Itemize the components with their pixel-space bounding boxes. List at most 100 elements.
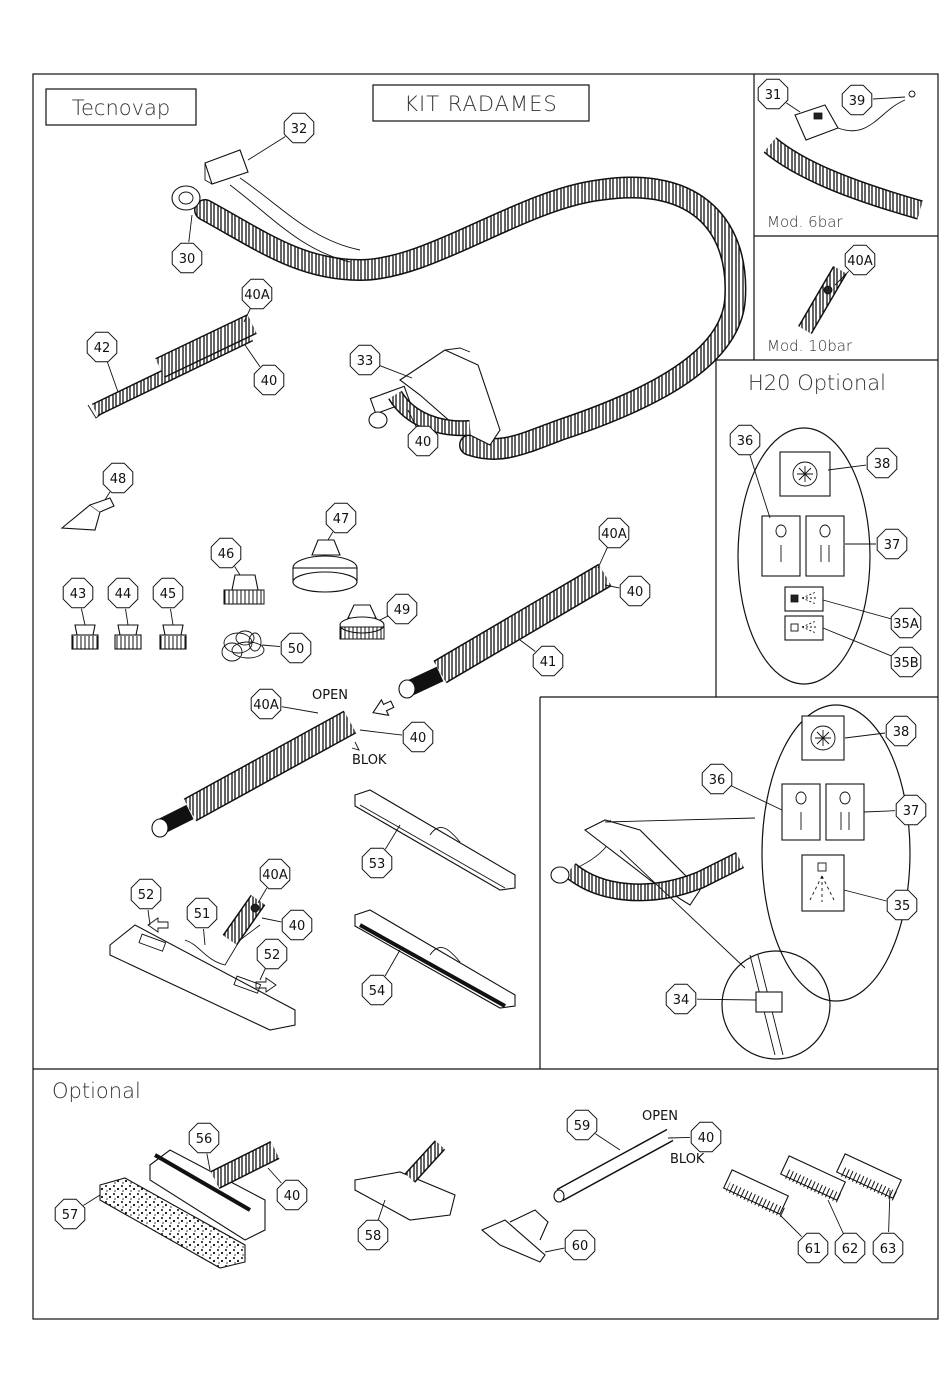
leader-line-52 — [148, 910, 150, 925]
callout-44: 44 — [108, 578, 138, 608]
optional-caption: Optional — [52, 1079, 141, 1103]
callout-number: 43 — [70, 587, 87, 602]
callout-number: 40A — [253, 698, 279, 713]
callout-36: 36 — [702, 764, 732, 794]
callout-37: 37 — [877, 529, 907, 559]
callout-59: 59 — [567, 1110, 597, 1140]
callout-46: 46 — [211, 538, 241, 568]
nozzle-60 — [482, 1210, 548, 1262]
leader-line-40 — [262, 918, 281, 922]
callout-number: 35A — [893, 617, 919, 632]
callout-number: 49 — [394, 603, 411, 618]
leader-line-49 — [380, 616, 388, 620]
callout-47: 47 — [326, 503, 356, 533]
leader-line-45 — [171, 609, 174, 625]
callout-number: 40A — [262, 868, 288, 883]
leader-line-40A — [282, 707, 318, 713]
leader-line-60 — [545, 1248, 564, 1252]
mod10-detail — [805, 270, 840, 330]
callout-number: 30 — [179, 252, 196, 267]
callout-number: 47 — [333, 512, 350, 527]
callout-number: 51 — [194, 907, 211, 922]
leader-line-31 — [786, 103, 800, 112]
callout-number: 41 — [540, 655, 557, 670]
callout-31: 31 — [758, 79, 788, 109]
blok-label-lower: BLOK — [670, 1152, 705, 1167]
callout-35A: 35A — [891, 608, 921, 638]
leader-line-35A — [823, 600, 891, 619]
callout-48: 48 — [103, 463, 133, 493]
round-brushes-43-45 — [72, 625, 186, 649]
leader-line-53 — [385, 825, 400, 849]
callout-number: 36 — [737, 434, 754, 449]
callout-number: 50 — [288, 642, 305, 657]
open-label-lower: OPEN — [642, 1109, 678, 1124]
brushes-61-63 — [724, 1154, 902, 1218]
callout-40A: 40A — [599, 518, 629, 548]
callout-56: 56 — [189, 1123, 219, 1153]
callout-50: 50 — [281, 633, 311, 663]
brush-46 — [224, 575, 264, 604]
leader-line-40 — [268, 1168, 281, 1183]
callout-number: 59 — [574, 1119, 591, 1134]
leader-line-46 — [235, 567, 240, 576]
callout-number: 31 — [765, 88, 782, 103]
leader-line-44 — [126, 609, 129, 625]
callout-61: 61 — [798, 1233, 828, 1263]
brush-49 — [340, 605, 384, 639]
callout-63: 63 — [873, 1233, 903, 1263]
callout-40: 40 — [403, 722, 433, 752]
title-box: KIT RADAMES — [373, 85, 589, 121]
leader-line-41 — [520, 640, 535, 651]
drawing-frame — [33, 74, 938, 1319]
leader-line-33 — [380, 366, 412, 378]
leader-line-39 — [873, 97, 905, 99]
blok-label-upper: BLOK — [352, 753, 387, 768]
callout-number: 53 — [369, 857, 386, 872]
callout-34: 34 — [666, 984, 696, 1014]
leader-line-61 — [780, 1215, 802, 1237]
leader-line-42 — [107, 362, 118, 392]
callout-30: 30 — [172, 243, 202, 273]
callout-58: 58 — [358, 1220, 388, 1250]
callout-number: 38 — [893, 725, 910, 740]
leader-line-35 — [844, 890, 887, 901]
callout-number: 37 — [884, 538, 901, 553]
callout-number: 38 — [874, 457, 891, 472]
nozzle-48 — [62, 498, 114, 530]
leader-line-40A — [598, 548, 607, 568]
callout-number: 42 — [94, 341, 111, 356]
callout-40: 40 — [620, 576, 650, 606]
callout-number: 34 — [673, 993, 690, 1008]
callout-number: 40 — [289, 919, 306, 934]
callout-40: 40 — [254, 365, 284, 395]
callout-number: 40A — [847, 254, 873, 269]
callout-40A: 40A — [242, 279, 272, 309]
callout-43: 43 — [63, 578, 93, 608]
callout-35B: 35B — [891, 647, 921, 677]
callout-number: 32 — [291, 122, 308, 137]
callout-number: 52 — [264, 948, 281, 963]
leader-line-36 — [750, 455, 770, 518]
callout-40: 40 — [282, 910, 312, 940]
callout-number: 33 — [357, 354, 374, 369]
open-label-upper: OPEN — [312, 688, 348, 703]
callout-60: 60 — [565, 1230, 595, 1260]
callout-number: 54 — [369, 984, 386, 999]
callout-number: 62 — [842, 1242, 859, 1257]
leader-line-50 — [262, 645, 280, 647]
callout-number: 57 — [62, 1208, 79, 1223]
h2o-control-panel — [738, 428, 870, 684]
leader-line-62 — [828, 1200, 843, 1234]
callout-35: 35 — [887, 890, 917, 920]
callout-45: 45 — [153, 578, 183, 608]
callout-number: 58 — [365, 1229, 382, 1244]
leader-line-38 — [845, 733, 885, 738]
steel-wool-50 — [222, 631, 264, 661]
callout-number: 52 — [138, 888, 155, 903]
extension-tube-41 — [399, 575, 605, 698]
mod6-caption: Mod. 6bar — [767, 213, 843, 231]
callout-number: 40 — [284, 1189, 301, 1204]
leader-lines — [81, 97, 905, 1252]
